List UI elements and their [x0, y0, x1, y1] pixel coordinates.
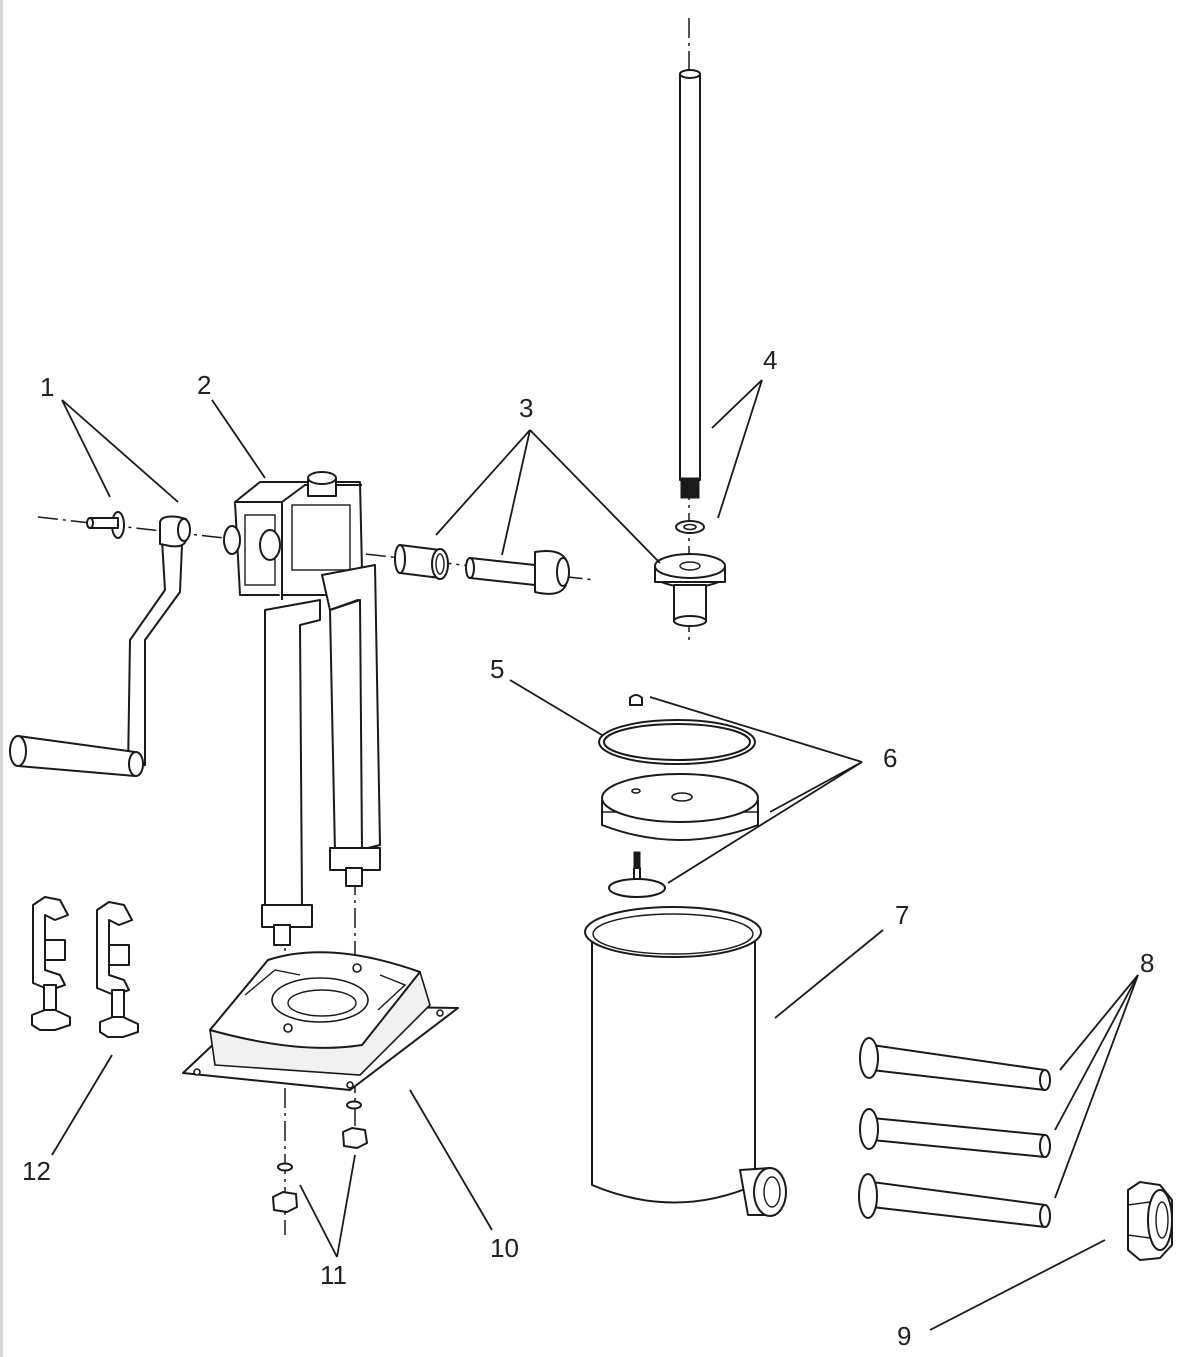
callout-3: 3 — [519, 393, 534, 423]
leader-lines — [51, 379, 1139, 1331]
piston-assembly — [601, 694, 759, 898]
callout-11: 11 — [320, 1260, 347, 1290]
stuffing-tubes — [858, 1037, 1051, 1228]
callout-10: 10 — [490, 1233, 519, 1263]
table-clamps — [31, 896, 139, 1038]
cylinder — [584, 906, 787, 1217]
callout-5: 5 — [490, 654, 505, 684]
callout-6: 6 — [883, 743, 898, 773]
callout-9: 9 — [897, 1321, 912, 1351]
washers-nuts — [272, 1100, 368, 1213]
callout-4: 4 — [763, 345, 778, 375]
callout-12: 12 — [22, 1156, 51, 1186]
crank-handle — [9, 511, 191, 777]
left-edge-rule — [0, 0, 3, 1357]
outlet-nut — [1127, 1181, 1173, 1261]
o-ring — [598, 719, 756, 765]
callout-1: 1 — [40, 372, 55, 402]
callout-2: 2 — [197, 370, 212, 400]
piston-rod — [675, 69, 705, 534]
frame-column — [223, 471, 381, 946]
gear-set — [394, 544, 726, 627]
callout-7: 7 — [895, 900, 910, 930]
callout-8: 8 — [1140, 948, 1155, 978]
base-plate — [182, 951, 459, 1091]
